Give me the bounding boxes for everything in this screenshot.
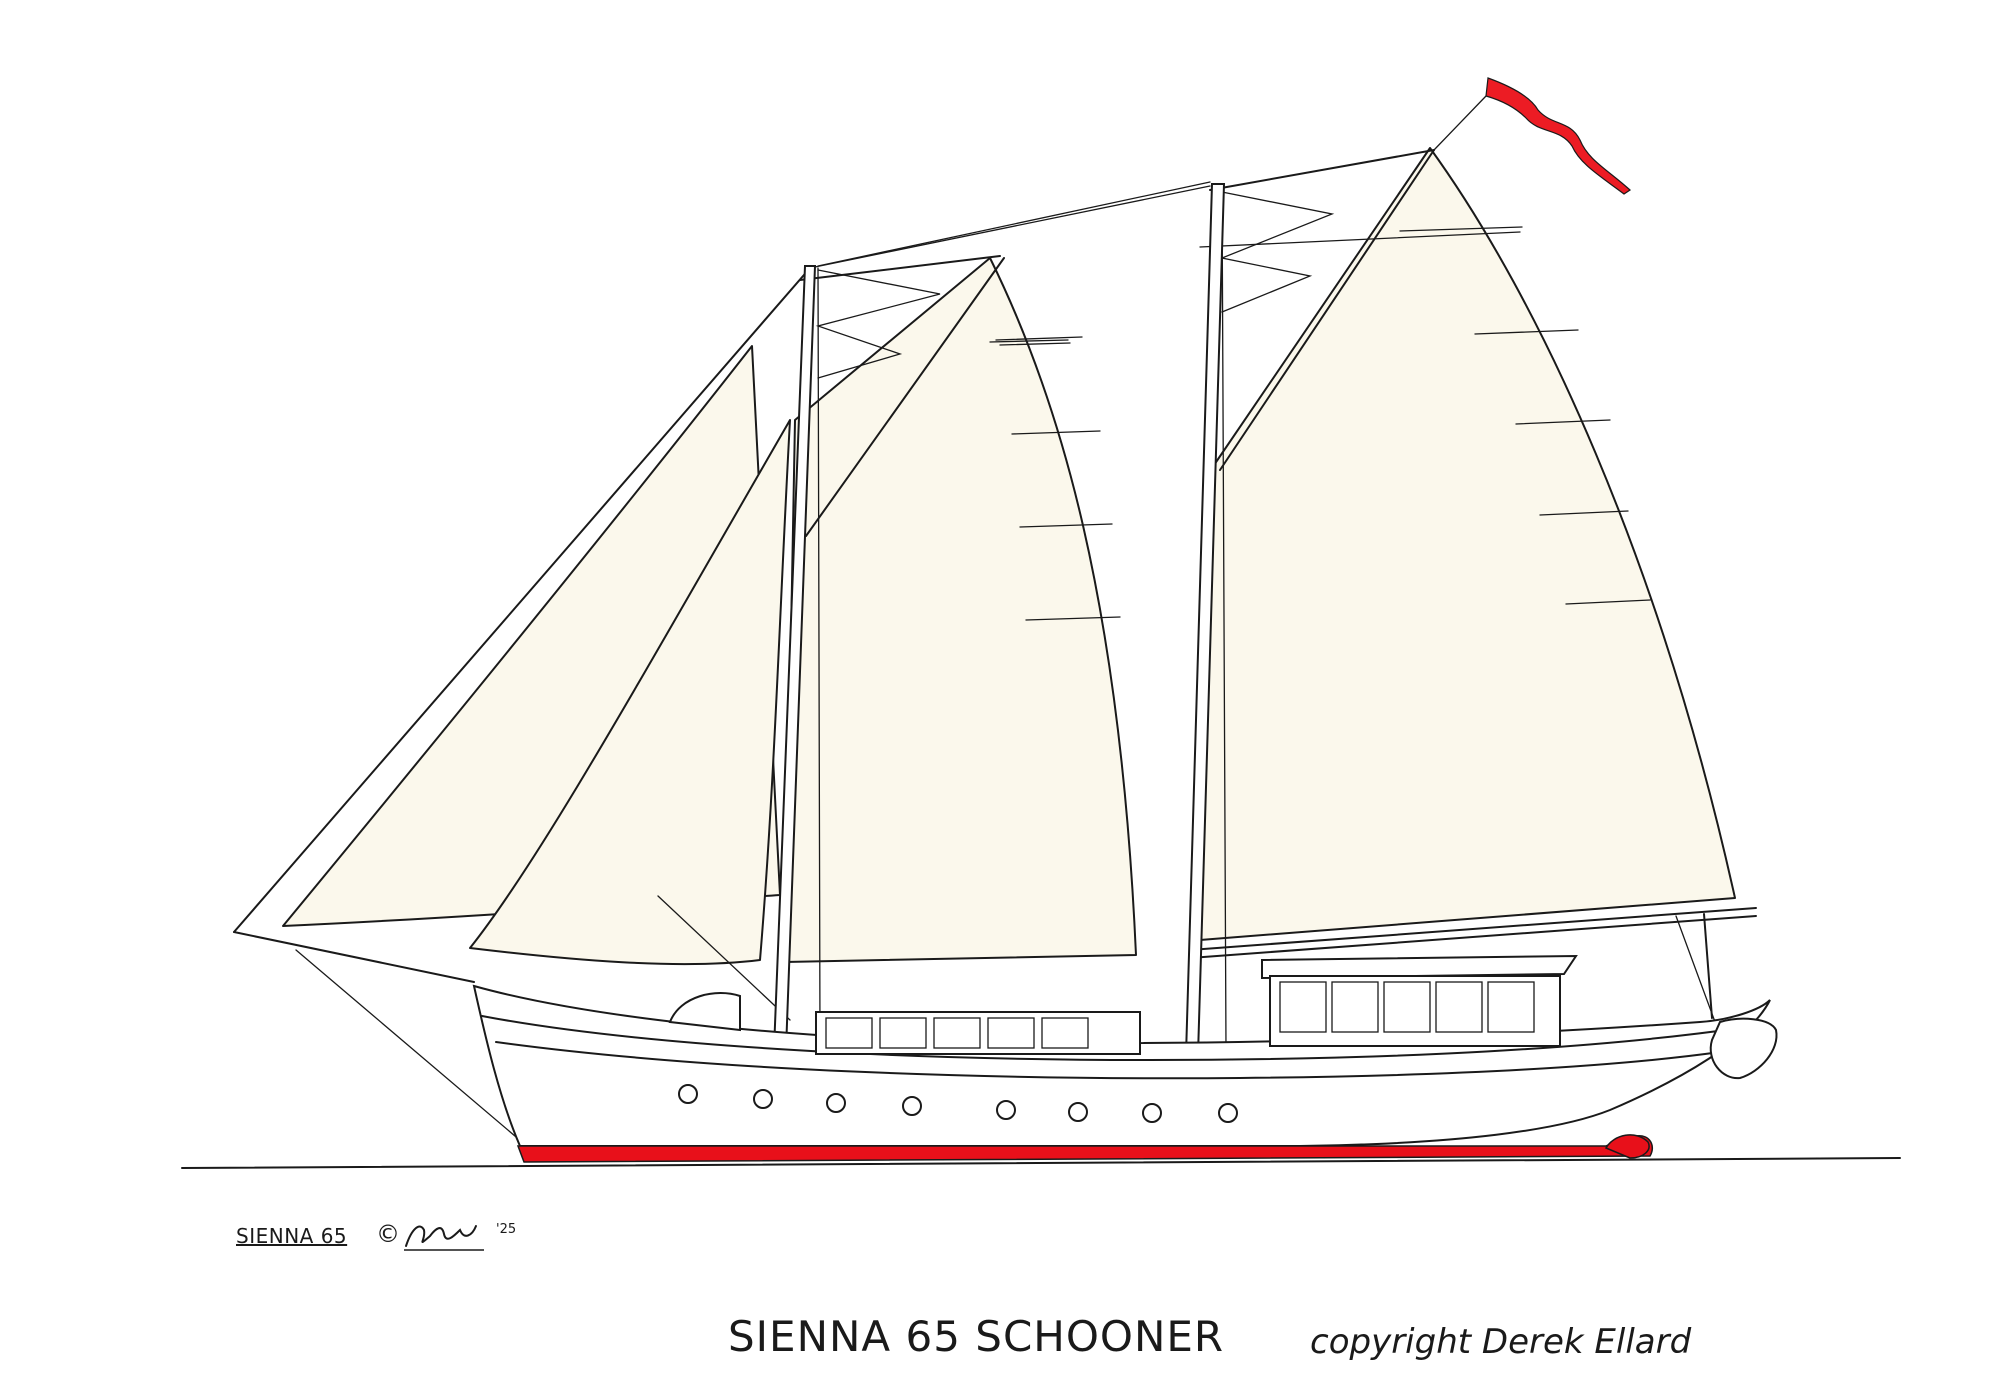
fore-mainsail [784,257,1137,963]
deckhouse-fore [815,1011,1141,1055]
porthole [678,1084,698,1104]
artist-signature: SIENNA 65 © '25 [236,1216,556,1260]
sheer-strake [481,1015,1741,1061]
companionway [668,992,741,1032]
foresail [784,257,1137,963]
signature-scrawl [404,1225,484,1251]
staysail [469,419,791,966]
deckhouse-fore-windows [825,1017,1089,1049]
main-gaff-sail [1199,147,1736,941]
rigging [233,95,1757,1143]
drawing-credit: copyright Derek Ellard [1310,1322,1692,1362]
signature-copyright-symbol: © [376,1220,400,1248]
porthole [1068,1102,1088,1122]
porthole [1218,1103,1238,1123]
deckhouse-aft-windows [1279,981,1535,1033]
porthole [902,1096,922,1116]
masthead-pennant [1485,77,1631,195]
waterline [181,1157,1901,1169]
mainsail [1199,147,1736,941]
rub-rail [495,1041,1721,1080]
porthole [996,1100,1016,1120]
signature-year: '25 [496,1222,517,1237]
portholes [678,1084,1238,1123]
topsail-bands [989,231,1521,343]
porthole [753,1089,773,1109]
foresails [282,345,791,966]
porthole [1142,1103,1162,1123]
porthole [826,1093,846,1113]
rudder [1604,1134,1650,1159]
hull [472,954,1778,1163]
signature-name: SIENNA 65 [236,1224,348,1248]
deckhouse-aft [1261,954,1578,980]
drawing-title: SIENNA 65 SCHOONER [728,1312,1225,1361]
dinghy [1709,1017,1778,1080]
